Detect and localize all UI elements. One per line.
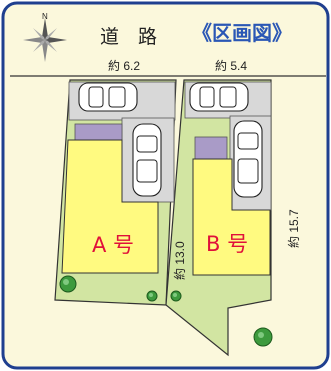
tree-icon [146, 290, 158, 302]
lot-b-annex [194, 136, 228, 160]
lot-a-label: A 号 [92, 233, 134, 257]
lot-a-annex [74, 123, 123, 141]
compass-icon [23, 18, 67, 62]
car-icon [132, 123, 162, 197]
lot-b-frontage-dimension: 約 5.4 [215, 58, 247, 73]
lot-a-depth-dimension: 約 13.0 [172, 241, 187, 280]
lot-a-building [61, 139, 159, 274]
tree-icon [170, 290, 182, 302]
lot-a-frontage-dimension: 約 6.2 [108, 58, 140, 73]
road-label: 道 路 [100, 26, 157, 48]
car-icon [233, 120, 263, 198]
tree-icon [253, 327, 273, 347]
compass-north-label: N [42, 12, 48, 21]
lot-b-building [192, 158, 271, 276]
car-icon [189, 82, 249, 112]
tree-icon [59, 275, 77, 293]
diagram-title: 《区画図》 [192, 21, 292, 45]
lot-b-label: B 号 [206, 232, 248, 256]
lot-b-depth-dimension: 約 15.7 [286, 209, 301, 248]
car-icon [78, 82, 138, 112]
